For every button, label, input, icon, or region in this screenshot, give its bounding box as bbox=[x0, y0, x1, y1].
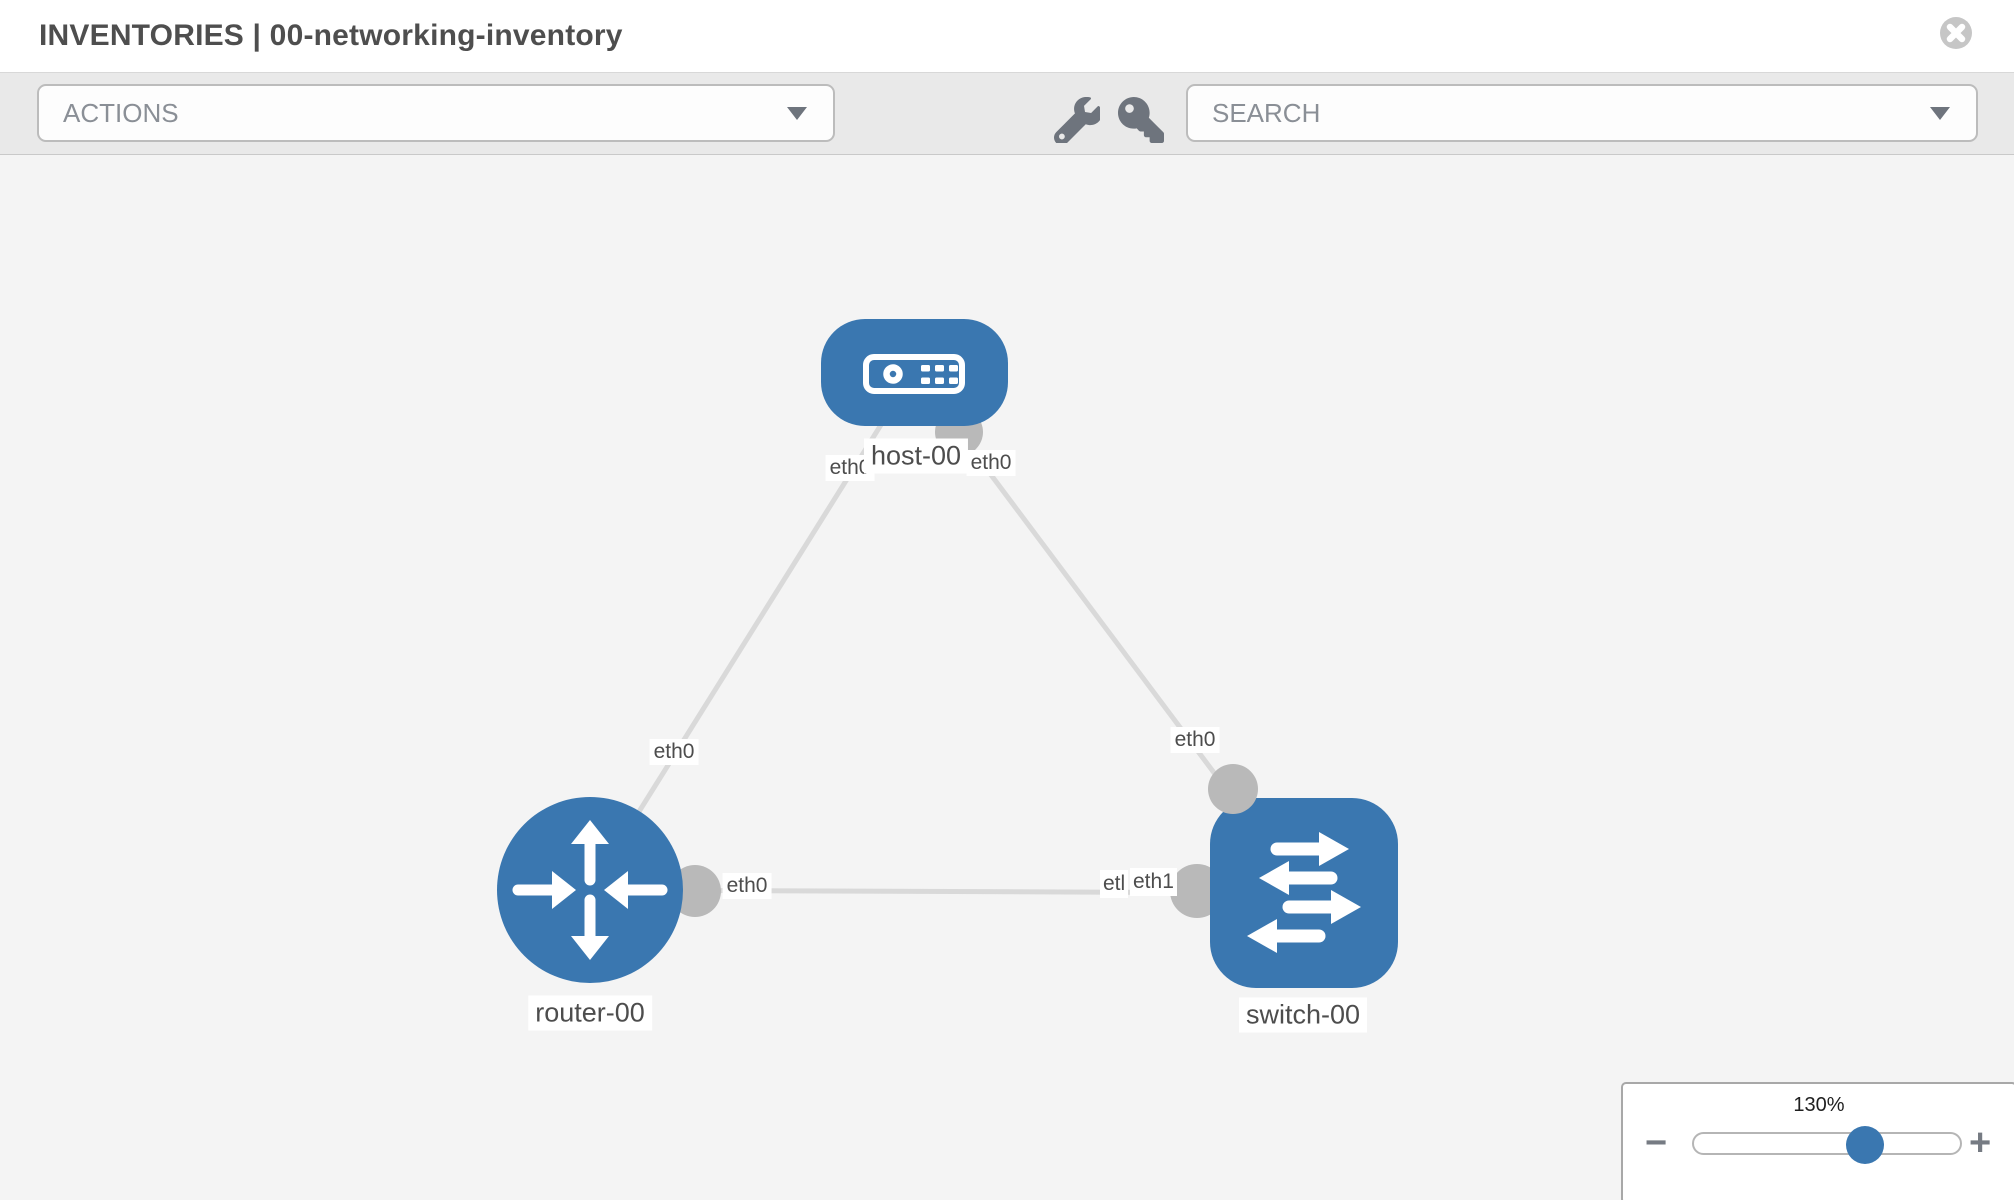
close-icon bbox=[1938, 17, 1974, 54]
page-title: INVENTORIES | 00-networking-inventory bbox=[39, 19, 623, 52]
actions-dropdown[interactable]: ACTIONS bbox=[37, 84, 835, 142]
node-switch-00[interactable] bbox=[1210, 798, 1398, 988]
key-button[interactable] bbox=[1117, 97, 1165, 143]
key-icon bbox=[1117, 97, 1165, 146]
interface-label: eth0 bbox=[649, 739, 699, 765]
interface-label: eth1 bbox=[1130, 868, 1177, 896]
server-icon bbox=[863, 354, 965, 394]
interface-port bbox=[1208, 764, 1258, 814]
interface-label-occluded: etl bbox=[1100, 870, 1129, 898]
interface-label: eth0 bbox=[1170, 727, 1220, 753]
plus-icon: + bbox=[1969, 1122, 1992, 1164]
chevron-down-icon bbox=[1930, 106, 1950, 120]
actions-dropdown-label: ACTIONS bbox=[63, 97, 179, 128]
zoom-panel: 130% − + bbox=[1621, 1082, 2014, 1200]
zoom-in-button[interactable]: + bbox=[1969, 1124, 1991, 1162]
zoom-slider-thumb[interactable] bbox=[1846, 1126, 1884, 1164]
node-router-00[interactable] bbox=[497, 797, 683, 983]
node-host-00[interactable] bbox=[821, 319, 1008, 426]
switch-arrows-icon bbox=[1247, 832, 1361, 953]
router-arrows-icon bbox=[512, 820, 668, 960]
minus-icon: − bbox=[1645, 1122, 1668, 1164]
node-label-switch: switch-00 bbox=[1238, 997, 1368, 1033]
chevron-down-icon bbox=[787, 106, 807, 120]
close-button[interactable] bbox=[1938, 15, 1974, 51]
zoom-slider[interactable] bbox=[1692, 1132, 1962, 1155]
node-label-router: router-00 bbox=[528, 995, 652, 1031]
interface-label: eth0 bbox=[722, 873, 772, 899]
search-dropdown-label: SEARCH bbox=[1212, 97, 1321, 128]
zoom-level-label: 130% bbox=[1793, 1094, 1845, 1116]
header: INVENTORIES | 00-networking-inventory bbox=[0, 0, 2014, 72]
wrench-icon bbox=[1054, 96, 1103, 146]
node-label-host: host-00 bbox=[863, 438, 969, 474]
topology-canvas[interactable]: eth0 eth0 eth0 eth0 etl eth1 eth0 host-0… bbox=[0, 156, 2014, 1200]
zoom-out-button[interactable]: − bbox=[1645, 1124, 1667, 1162]
tools-button[interactable] bbox=[1053, 96, 1103, 146]
search-dropdown[interactable]: SEARCH bbox=[1186, 84, 1978, 142]
interface-label: eth0 bbox=[966, 450, 1016, 476]
toolbar: ACTIONS SEARCH bbox=[0, 72, 2014, 155]
